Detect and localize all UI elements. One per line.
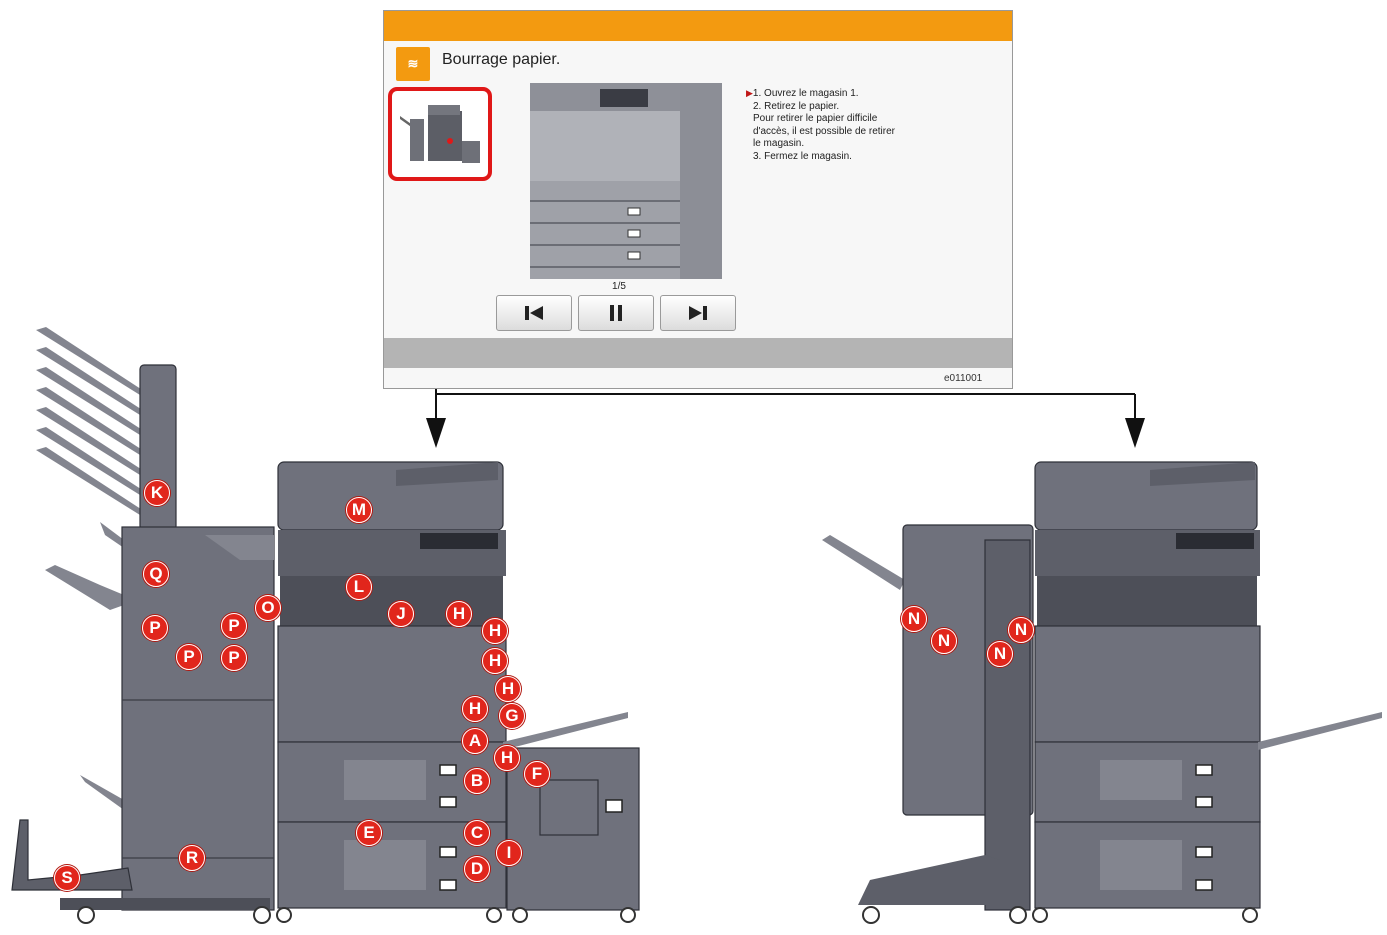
callout-n: N (1008, 617, 1034, 643)
panel-footer-bar (384, 338, 1012, 368)
instruction-step: ▶1. Ouvrez le magasin 1. (746, 88, 859, 99)
instruction-step: d'accès, il est possible de retirer (753, 125, 895, 137)
figure-code: e011001 (944, 373, 983, 384)
instruction-step: 3. Fermez le magasin. (753, 150, 852, 162)
pause-icon (610, 305, 622, 321)
callout-e: E (356, 820, 382, 846)
pointer-icon: ▶ (746, 88, 753, 98)
callout-n: N (931, 628, 957, 654)
callout-m: M (346, 497, 372, 523)
operation-panel-screen: ≋ Bourrage papier. (383, 10, 1013, 389)
machine-thumbnail-icon (400, 105, 480, 163)
callout-i: I (496, 840, 522, 866)
callout-h: H (494, 745, 520, 771)
first-page-button[interactable] (496, 295, 572, 331)
callout-p: P (176, 644, 202, 670)
callout-q: Q (143, 561, 169, 587)
first-page-icon (525, 306, 543, 320)
page-indicator: 1/5 (612, 281, 626, 292)
callout-a: A (462, 728, 488, 754)
callout-n: N (987, 641, 1013, 667)
machine-thumbnail[interactable] (388, 87, 492, 181)
callout-p: P (142, 615, 168, 641)
panel-top-bar (384, 11, 1012, 41)
callout-p: P (221, 645, 247, 671)
callout-j: J (388, 601, 414, 627)
callout-s: S (54, 865, 80, 891)
callout-h: H (482, 648, 508, 674)
panel-title: Bourrage papier. (442, 51, 561, 68)
callout-d: D (464, 856, 490, 882)
callout-b: B (464, 768, 490, 794)
callout-h: H (446, 601, 472, 627)
callout-p: P (221, 613, 247, 639)
callout-r: R (179, 845, 205, 871)
last-page-icon (689, 306, 707, 320)
instruction-steps: ▶1. Ouvrez le magasin 1. 2. Retirez le p… (746, 87, 956, 163)
callout-h: H (462, 696, 488, 722)
instruction-step: Pour retirer le papier difficile (753, 113, 878, 124)
callout-h: H (495, 676, 521, 702)
left-machine-with-finisher (11, 327, 640, 924)
jam-location-photo (530, 83, 722, 279)
instruction-step: le magasin. (753, 138, 805, 149)
callout-k: K (144, 480, 170, 506)
callout-o: O (255, 595, 281, 621)
callout-f: F (524, 761, 550, 787)
last-page-button[interactable] (660, 295, 736, 331)
instruction-step: 2. Retirez le papier. (753, 100, 840, 112)
paper-jam-icon: ≋ (396, 47, 430, 81)
callout-g: G (499, 703, 525, 729)
right-machine-with-finisher (822, 461, 1382, 924)
pause-button[interactable] (578, 295, 654, 331)
callout-h: H (482, 618, 508, 644)
callout-c: C (464, 820, 490, 846)
callout-n: N (901, 606, 927, 632)
callout-l: L (346, 574, 372, 600)
